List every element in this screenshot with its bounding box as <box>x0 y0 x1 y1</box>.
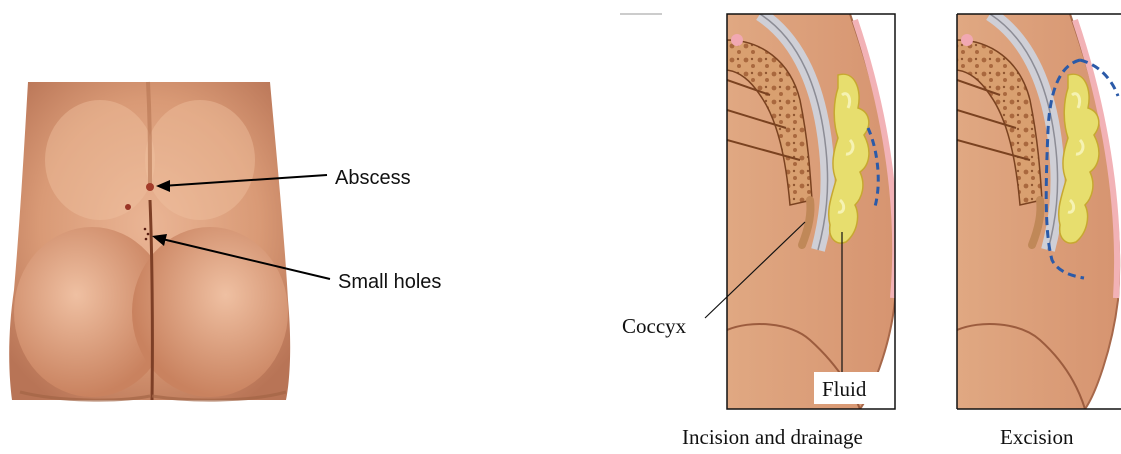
abscess-label: Abscess <box>335 167 411 189</box>
lesion-spot <box>125 204 131 210</box>
small-hole <box>147 233 150 236</box>
small-hole <box>144 228 147 231</box>
buttocks-illustration <box>9 82 290 400</box>
abscess-spot <box>146 183 154 191</box>
small-holes-label: Small holes <box>338 271 441 293</box>
caption-incision-drainage: Incision and drainage <box>682 425 863 449</box>
coccyx-label: Coccyx <box>622 314 687 338</box>
panel-excision <box>957 14 1121 409</box>
small-hole <box>145 238 148 241</box>
caption-excision: Excision <box>1000 425 1074 449</box>
panel-incision-drainage <box>727 14 897 409</box>
fluid-label: Fluid <box>822 377 867 401</box>
right-buttock <box>132 227 288 397</box>
